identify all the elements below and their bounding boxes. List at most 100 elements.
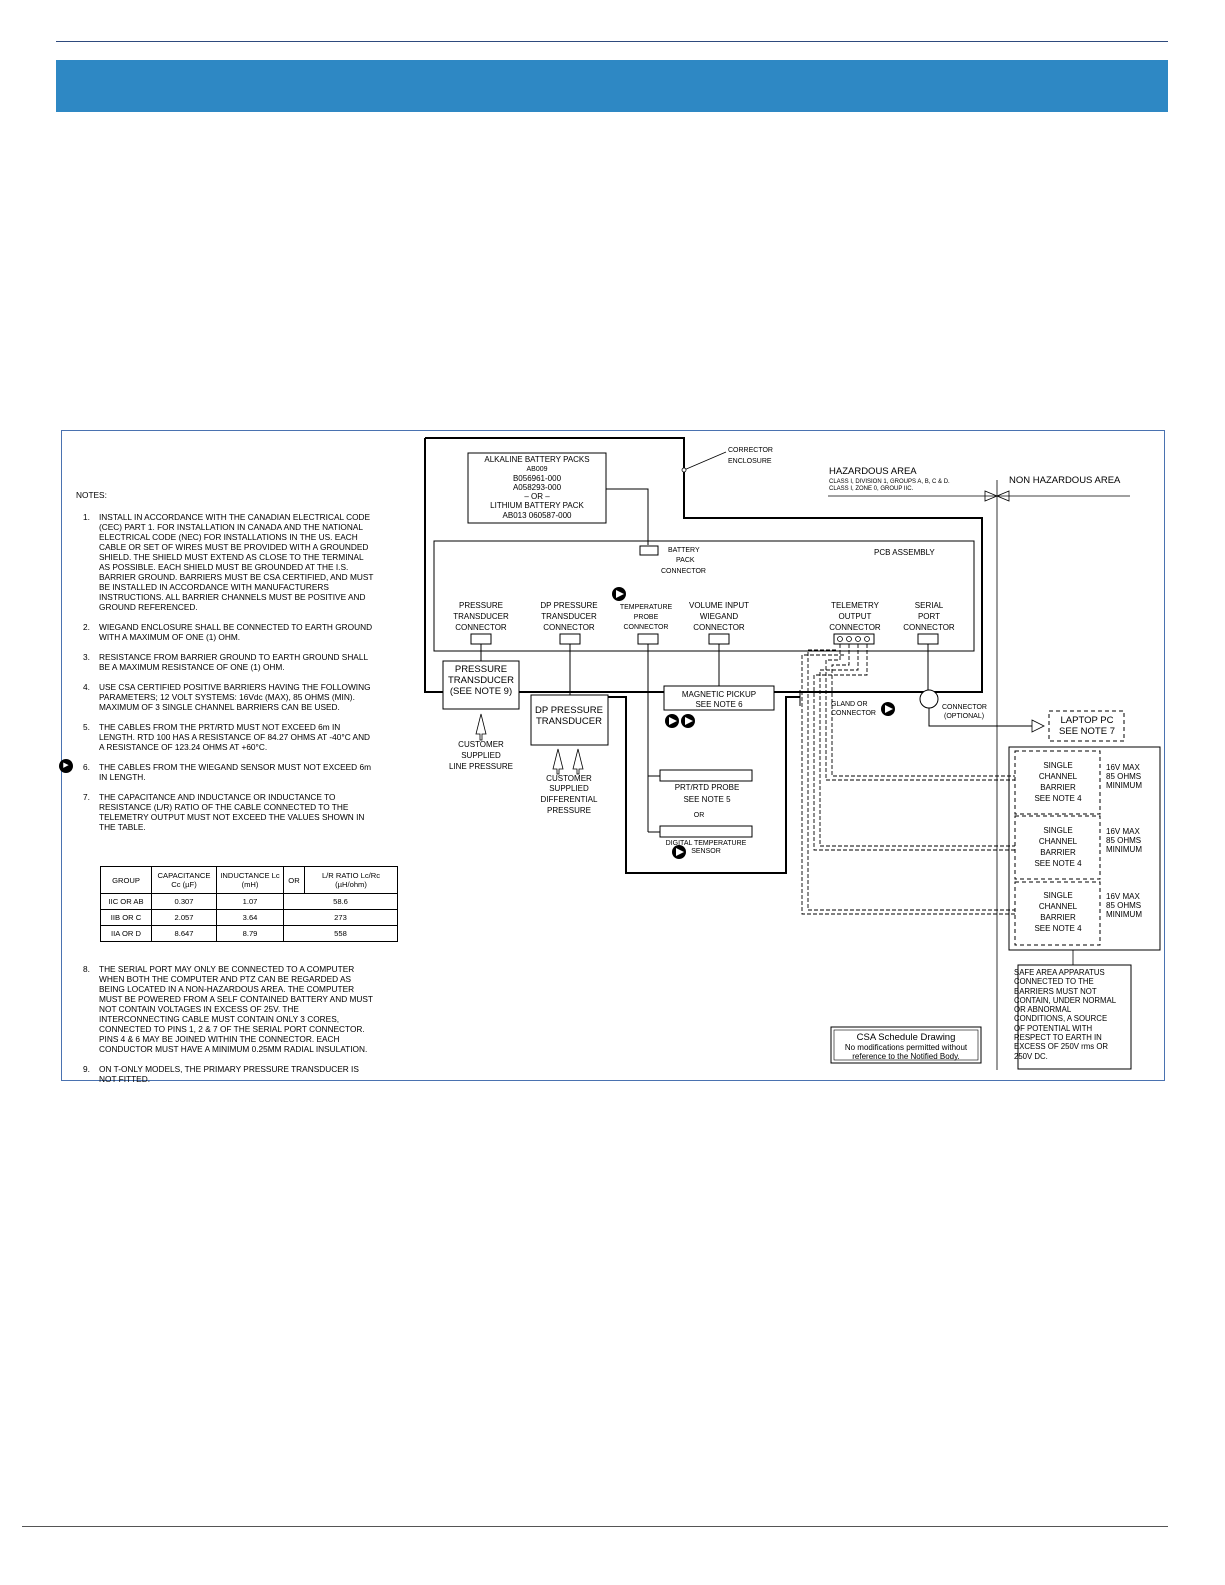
- csa-schedule-line: reference to the Notified Body.: [852, 1052, 959, 1061]
- corrector-enclosure-label: CORRECTOR: [728, 447, 773, 454]
- temperature-probe-connector: [637, 633, 659, 645]
- telemetry-cables: [801, 644, 1015, 915]
- pressure-transducer-label: PRESSURE: [455, 664, 507, 675]
- area-boundary-arrow: [995, 490, 1010, 502]
- corrector-enclosure-label: ENCLOSURE: [728, 458, 772, 465]
- barrier-rating: 16V MAX: [1106, 827, 1140, 836]
- digital-temperature-sensor-box: [659, 825, 753, 838]
- line-pressure-label: LINE PRESSURE: [449, 762, 513, 771]
- table-header-cell: CAPACITANCE Cc (µF): [151, 866, 217, 894]
- barrier-rating: MINIMUM: [1106, 910, 1142, 919]
- prt-rtd-probe-label: PRT/RTD PROBE: [675, 783, 740, 792]
- pcb-assembly-box: [433, 540, 975, 652]
- table-row: IIA OR D 8.647 8.79 558: [100, 925, 398, 942]
- pressure-transducer-box: [442, 660, 520, 710]
- barrier-label: CHANNEL: [1039, 902, 1078, 911]
- pressure-transducer-label: TRANSDUCER: [448, 675, 514, 686]
- dp-transducer-connector: [559, 633, 581, 645]
- safe-area-note: SAFE AREA APPARATUS CONNECTED TO THE BAR…: [1014, 968, 1116, 1061]
- optional-connector: [919, 689, 939, 709]
- telemetry-pin: [837, 636, 843, 642]
- pressure-transducer-label: (SEE NOTE 9): [450, 686, 512, 697]
- temperature-connector-label: CONNECTOR: [624, 624, 669, 631]
- battery-pack-label: LITHIUM BATTERY PACK: [490, 501, 584, 510]
- volume-connector-label: CONNECTOR: [693, 623, 745, 632]
- note-4: 4.USE CSA CERTIFIED POSITIVE BARRIERS HA…: [83, 682, 371, 712]
- note-9: 9.ON T-ONLY MODELS, THE PRIMARY PRESSURE…: [83, 1064, 359, 1084]
- revision-flag-icon: [676, 848, 684, 856]
- footer-rule: [22, 1526, 1168, 1527]
- volume-connector-label: WIEGAND: [700, 612, 738, 621]
- barrier-box: [1014, 750, 1101, 815]
- corrector-enclosure-outline: [424, 437, 983, 693]
- magnetic-pickup-label: MAGNETIC PICKUP: [682, 690, 756, 699]
- battery-pack-label: B056961-000: [513, 474, 562, 483]
- barrier-label: CHANNEL: [1039, 772, 1078, 781]
- telemetry-cable-2: [813, 644, 1015, 851]
- barrier-label: SINGLE: [1043, 826, 1072, 835]
- note-1: 1.INSTALL IN ACCORDANCE WITH THE CANADIA…: [83, 512, 374, 612]
- csa-schedule-inner-box: [833, 1029, 979, 1061]
- barrier-rating: 16V MAX: [1106, 892, 1140, 901]
- battery-wire: [606, 488, 649, 545]
- table-header-cell: INDUCTANCE Lc (mH): [216, 866, 284, 894]
- laptop-pc-box: [1048, 710, 1125, 742]
- barrier-rating: 85 OHMS: [1106, 836, 1141, 845]
- note-8: 8.THE SERIAL PORT MAY ONLY BE CONNECTED …: [83, 964, 373, 1054]
- barrier-label: SINGLE: [1043, 891, 1072, 900]
- battery-pack-connector: [639, 545, 659, 556]
- telemetry-cable-1: [825, 644, 1015, 781]
- barrier-rating: 85 OHMS: [1106, 772, 1141, 781]
- barrier-label: BARRIER: [1040, 848, 1076, 857]
- csa-schedule-box: [830, 1026, 982, 1064]
- dp-connector-label: CONNECTOR: [543, 623, 595, 632]
- differential-pressure-label: SUPPLIED: [549, 784, 589, 793]
- cable-parameter-table: GROUP CAPACITANCE Cc (µF) INDUCTANCE Lc …: [100, 866, 398, 942]
- telemetry-cable-2: [819, 644, 1015, 847]
- revision-flag-icon: [669, 717, 677, 725]
- differential-pressure-label: CUSTOMER: [546, 774, 592, 783]
- notes-heading: NOTES:: [76, 490, 107, 500]
- header-banner: [56, 60, 1168, 112]
- gland-connector-label: CONNECTOR: [831, 710, 876, 717]
- magnetic-pickup-label: SEE NOTE 6: [695, 700, 743, 709]
- pressure-connector-label: TRANSDUCER: [453, 612, 509, 621]
- telemetry-cable-1: [831, 644, 1015, 777]
- laptop-wire-arrow: [1031, 719, 1045, 733]
- gland-connector-label: GLAND OR: [831, 701, 868, 708]
- barrier-rating: 16V MAX: [1106, 763, 1140, 772]
- table-cell: 8.647: [151, 925, 217, 942]
- serial-connector-label: CONNECTOR: [903, 623, 955, 632]
- telemetry-connector-label: OUTPUT: [839, 612, 872, 621]
- telemetry-pin: [846, 636, 852, 642]
- telemetry-connector-label: CONNECTOR: [829, 623, 881, 632]
- serial-port-connector: [917, 633, 939, 645]
- barrier-box: [1014, 815, 1101, 880]
- dp-connector-label: TRANSDUCER: [541, 612, 597, 621]
- optional-connector-label: CONNECTOR: [942, 704, 987, 711]
- conduit-outline: [608, 696, 800, 874]
- hazardous-area-class-line: CLASS I, DIVISION 1, GROUPS A, B, C & D.: [829, 479, 950, 485]
- telemetry-pin: [864, 636, 870, 642]
- telemetry-pin: [855, 636, 861, 642]
- differential-pressure-label: PRESSURE: [547, 806, 591, 815]
- csa-schedule-title: CSA Schedule Drawing: [857, 1032, 956, 1043]
- battery-pack-label: A058293-000: [513, 483, 562, 492]
- revision-flag-icon: ▶: [59, 759, 73, 773]
- optional-connector-label: (OPTIONAL): [944, 713, 984, 720]
- pressure-connector-label: PRESSURE: [459, 601, 503, 610]
- revision-flag-icon: [685, 717, 693, 725]
- differential-pressure-label: DIFFERENTIAL: [541, 795, 598, 804]
- pcb-assembly-label: PCB ASSEMBLY: [874, 548, 935, 557]
- safe-area-note-box: [1017, 964, 1132, 1070]
- battery-pack-connector-label: CONNECTOR: [661, 568, 706, 575]
- note-5: 5.THE CABLES FROM THE PRT/RTD MUST NOT E…: [83, 722, 371, 752]
- revision-flag-icon: [616, 590, 624, 598]
- temperature-connector-label: PROBE: [634, 614, 659, 621]
- telemetry-cable-3: [807, 649, 1015, 911]
- barrier-label: SINGLE: [1043, 761, 1072, 770]
- csa-schedule-line: No modifications permitted without: [845, 1043, 968, 1052]
- battery-pack-label: AB013 060587-000: [503, 511, 573, 520]
- barrier-rating: MINIMUM: [1106, 845, 1142, 854]
